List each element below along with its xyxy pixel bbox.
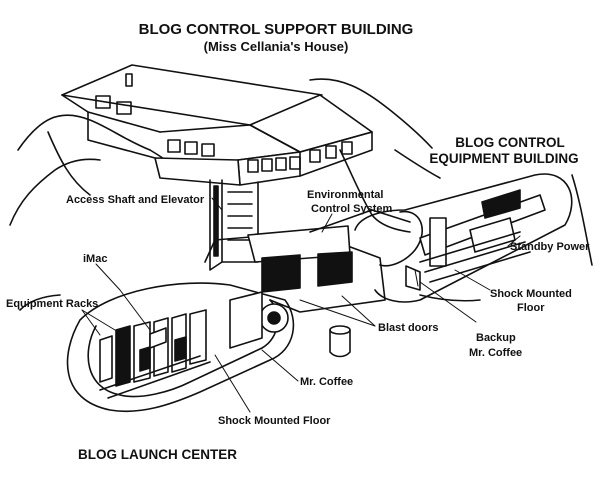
label-mr-coffee: Mr. Coffee [300, 376, 353, 388]
diagram-title: BLOG CONTROL SUPPORT BUILDING [139, 21, 414, 38]
support-building [61, 64, 373, 186]
label-shock-floor-bottom: Shock Mounted Floor [218, 415, 331, 427]
launch-center [66, 282, 295, 413]
backup-cylinder [329, 325, 351, 358]
launch-center-title: BLOG LAUNCH CENTER [78, 447, 237, 462]
label-environmental-1: Environmental [307, 189, 383, 201]
label-backup-1: Backup [476, 332, 516, 344]
label-shock-floor-right-2: Floor [517, 302, 545, 314]
label-blast-doors: Blast doors [378, 322, 439, 334]
label-access-shaft: Access Shaft and Elevator [66, 194, 205, 206]
label-equipment-racks: Equipment Racks [6, 298, 98, 310]
label-environmental-2: Control System [311, 203, 393, 215]
label-standby-power: Standby Power [510, 241, 590, 253]
equipment-building-title-line2: EQUIPMENT BUILDING [429, 151, 578, 166]
terrain-lines [9, 78, 593, 311]
equipment-building [354, 173, 573, 303]
leader-lines [81, 197, 521, 413]
access-shaft [209, 179, 259, 271]
label-backup-2: Mr. Coffee [469, 347, 522, 359]
equipment-building-title-line1: BLOG CONTROL [455, 135, 565, 150]
diagram-subtitle: (Miss Cellania's House) [204, 39, 349, 54]
tunnel-junction [204, 209, 411, 313]
label-imac: iMac [83, 253, 107, 265]
label-shock-floor-right-1: Shock Mounted [490, 288, 572, 300]
